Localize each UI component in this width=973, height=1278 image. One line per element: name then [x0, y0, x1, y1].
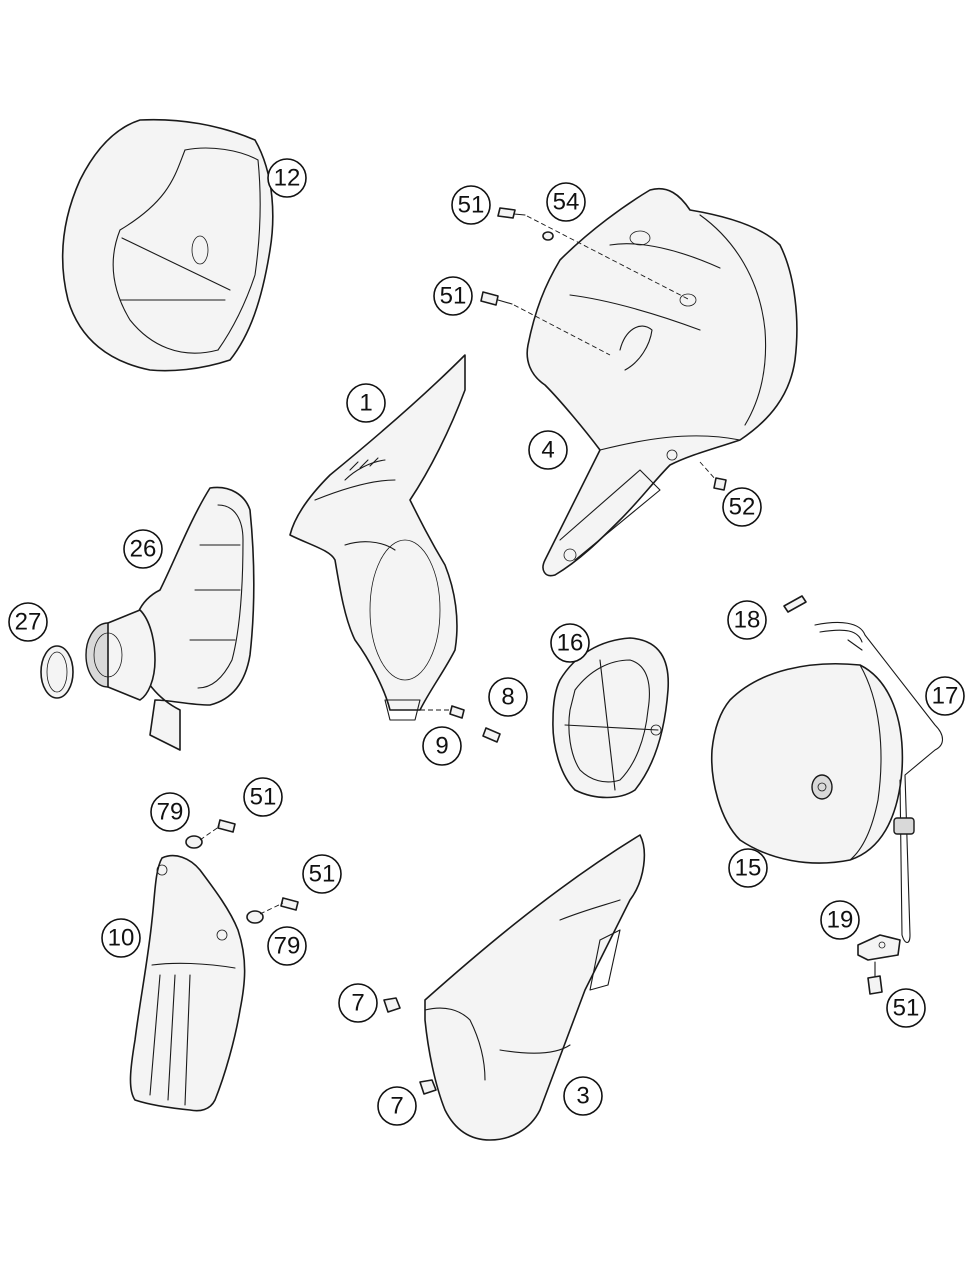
- part-12-filter-cover: [61, 118, 274, 372]
- callout-10: 10: [101, 918, 141, 958]
- callout-51-upper-left: 51: [243, 777, 283, 817]
- svg-text:9: 9: [435, 733, 448, 760]
- svg-text:4: 4: [541, 437, 554, 464]
- svg-text:18: 18: [734, 607, 761, 634]
- part-19-bracket: [857, 934, 901, 961]
- svg-text:17: 17: [932, 683, 959, 710]
- part-17-retaining-rod: [814, 621, 944, 944]
- svg-text:51: 51: [893, 995, 920, 1022]
- svg-text:15: 15: [735, 855, 762, 882]
- part-15-air-filter: [710, 662, 904, 864]
- part-4-air-box: [526, 188, 798, 577]
- callout-18: 18: [727, 600, 767, 640]
- callout-8: 8: [488, 677, 528, 717]
- callout-16: 16: [550, 623, 590, 663]
- callout-26: 26: [123, 529, 163, 569]
- part-26-intake-boot: [85, 486, 255, 751]
- svg-text:51: 51: [309, 861, 336, 888]
- callout-51-lower-left: 51: [302, 854, 342, 894]
- callout-7-lower: 7: [377, 1086, 417, 1126]
- svg-text:7: 7: [351, 990, 364, 1017]
- callout-7-upper: 7: [338, 983, 378, 1023]
- part-10-side-duct: [129, 854, 246, 1112]
- callout-15: 15: [728, 848, 768, 888]
- callout-9: 9: [422, 726, 462, 766]
- callout-52: 52: [722, 487, 762, 527]
- part-18-pin: [783, 595, 807, 613]
- callout-51-right: 51: [886, 988, 926, 1028]
- part-27-hose-clamp: [40, 645, 74, 699]
- callout-12: 12: [267, 158, 307, 198]
- svg-text:8: 8: [501, 684, 514, 711]
- callout-51-mid: 51: [433, 276, 473, 316]
- callout-3: 3: [563, 1076, 603, 1116]
- part-1-air-box-frame: [289, 354, 466, 721]
- svg-text:10: 10: [108, 925, 135, 952]
- svg-text:51: 51: [458, 192, 485, 219]
- callout-4: 4: [528, 430, 568, 470]
- svg-text:1: 1: [359, 390, 372, 417]
- svg-text:79: 79: [157, 799, 184, 826]
- svg-text:7: 7: [390, 1093, 403, 1120]
- part-3-side-cover: [424, 834, 646, 1141]
- callout-17: 17: [925, 676, 965, 716]
- svg-text:26: 26: [130, 536, 157, 563]
- callout-1: 1: [346, 383, 386, 423]
- callout-79-lower: 79: [267, 926, 307, 966]
- callout-51-top: 51: [451, 185, 491, 225]
- callout-27: 27: [8, 602, 48, 642]
- svg-text:3: 3: [576, 1083, 589, 1110]
- svg-text:52: 52: [729, 494, 756, 521]
- svg-text:27: 27: [15, 609, 42, 636]
- part-16-filter-cage: [552, 637, 670, 799]
- svg-text:19: 19: [827, 907, 854, 934]
- svg-text:79: 79: [274, 933, 301, 960]
- svg-text:51: 51: [440, 283, 467, 310]
- callout-79-upper: 79: [150, 792, 190, 832]
- svg-text:12: 12: [274, 165, 301, 192]
- callout-19: 19: [820, 900, 860, 940]
- svg-text:54: 54: [553, 189, 580, 216]
- svg-text:16: 16: [557, 630, 584, 657]
- callout-54: 54: [546, 182, 586, 222]
- svg-text:51: 51: [250, 784, 277, 811]
- fasteners: [185, 207, 883, 1095]
